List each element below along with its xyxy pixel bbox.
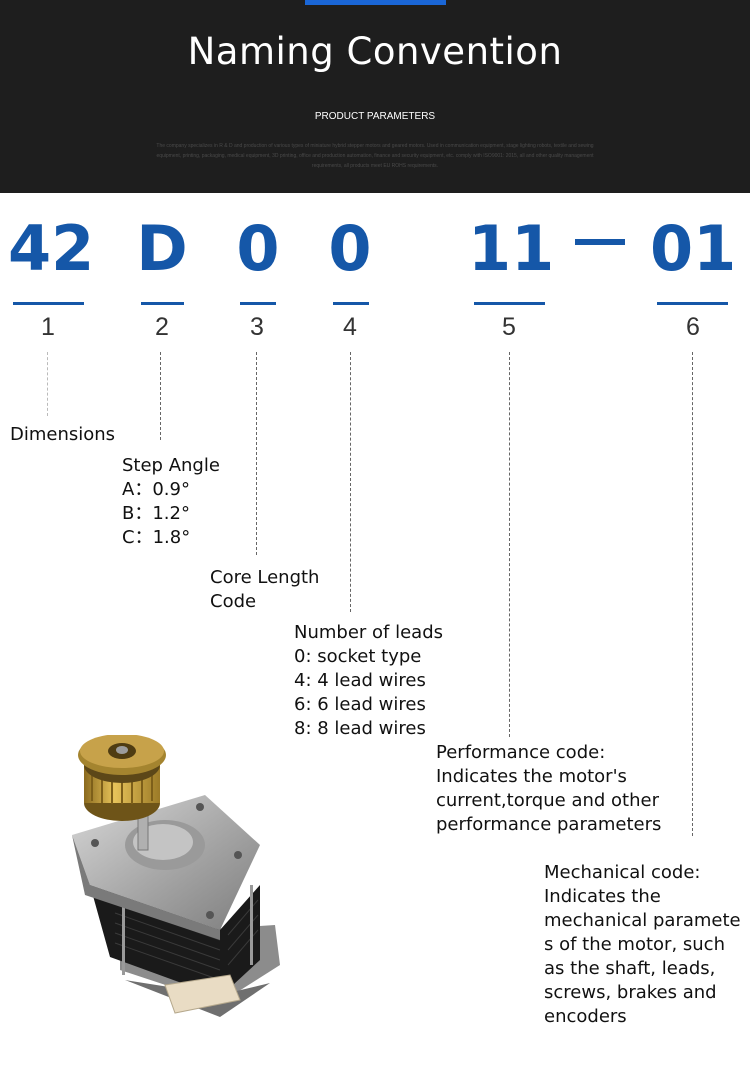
position-number-3: 3 (250, 313, 264, 341)
leader-line-5 (509, 352, 510, 737)
desc-core-length-line: Code (210, 591, 257, 612)
desc-step-angle: Step Angle A：0.9° B：1.2° C：1.8° (122, 454, 220, 550)
underline-1 (13, 302, 84, 305)
leader-line-3 (256, 352, 257, 555)
position-number-1: 1 (41, 313, 55, 341)
position-number-2: 2 (155, 313, 169, 341)
desc-step-angle-option: C：1.8° (122, 527, 191, 548)
stepper-motor-icon (72, 735, 280, 1017)
position-number-4: 4 (343, 313, 357, 341)
desc-leads-option: 6: 6 lead wires (294, 694, 426, 715)
desc-mechanical-line: screws, brakes and (544, 982, 717, 1003)
desc-mechanical: Mechanical code: Indicates the mechanica… (544, 861, 741, 1029)
header-accent-bar (305, 0, 446, 5)
underline-2 (141, 302, 184, 305)
underline-3 (240, 302, 276, 305)
position-number-6: 6 (686, 313, 700, 341)
desc-step-angle-option: B：1.2° (122, 503, 190, 524)
desc-leads-option: 4: 4 lead wires (294, 670, 426, 691)
underline-4 (333, 302, 369, 305)
company-blurb: The company specializes in R & D and pro… (156, 143, 594, 169)
desc-mechanical-line: encoders (544, 1006, 627, 1027)
code-segment-mechanical: 01 (650, 212, 737, 285)
code-segment-step-angle: D (136, 212, 188, 285)
leader-line-4 (350, 352, 351, 612)
desc-leads-option: 0: socket type (294, 646, 422, 667)
position-number-5: 5 (502, 313, 516, 341)
desc-core-length-line: Core Length (210, 567, 320, 588)
code-segment-leads: 0 (328, 212, 372, 285)
page-subtitle: PRODUCT PARAMETERS (314, 111, 436, 122)
desc-performance-line: Performance code: (436, 742, 606, 763)
leader-line-2 (160, 352, 161, 440)
desc-mechanical-line: mechanical paramete (544, 910, 741, 931)
code-segment-dimensions: 42 (8, 212, 95, 285)
desc-leads: Number of leads 0: socket type 4: 4 lead… (294, 621, 443, 741)
desc-performance: Performance code: Indicates the motor's … (436, 741, 661, 837)
desc-mechanical-line: s of the motor, such (544, 934, 725, 955)
code-segment-performance: 11 (468, 212, 555, 285)
desc-dimensions-title: Dimensions (10, 424, 116, 445)
desc-step-angle-title: Step Angle (122, 455, 220, 476)
desc-performance-line: Indicates the motor's (436, 766, 627, 787)
desc-step-angle-option: A：0.9° (122, 479, 190, 500)
desc-core-length: Core Length Code (210, 566, 319, 614)
desc-performance-line: current,torque and other (436, 790, 659, 811)
header-banner: Naming Convention PRODUCT PARAMETERS The… (0, 0, 750, 193)
desc-dimensions: Dimensions (10, 423, 115, 447)
underline-6 (657, 302, 728, 305)
code-segment-core-length: 0 (236, 212, 280, 285)
desc-mechanical-line: as the shaft, leads, (544, 958, 716, 979)
code-separator-dash (575, 239, 625, 245)
desc-leads-option: 8: 8 lead wires (294, 718, 426, 739)
leader-line-1 (47, 352, 48, 416)
desc-leads-title: Number of leads (294, 622, 444, 643)
page-title: Naming Convention (187, 30, 563, 73)
desc-performance-line: performance parameters (436, 814, 662, 835)
desc-mechanical-line: Mechanical code: (544, 862, 701, 883)
desc-mechanical-line: Indicates the (544, 886, 661, 907)
underline-5 (474, 302, 545, 305)
leader-line-6 (692, 352, 693, 836)
